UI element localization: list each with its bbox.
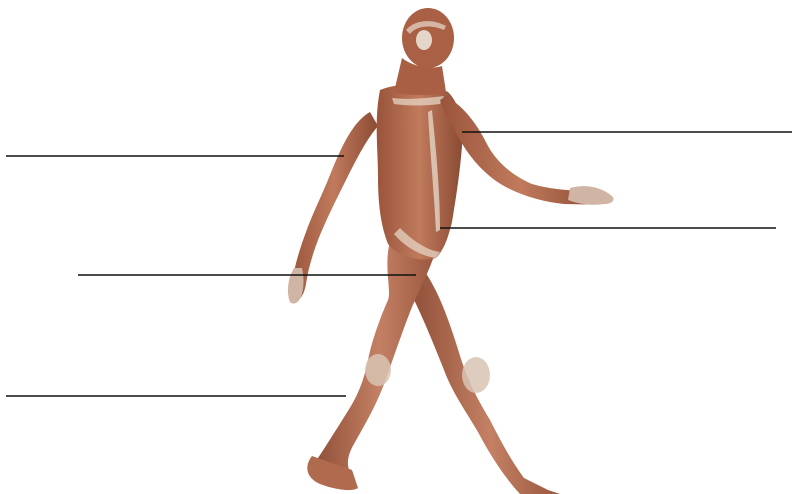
back-hand bbox=[288, 268, 304, 304]
front-hand bbox=[568, 186, 614, 205]
muscle-figure bbox=[288, 8, 614, 494]
ear bbox=[416, 30, 432, 50]
front-knee bbox=[365, 354, 391, 386]
back-knee bbox=[462, 357, 490, 393]
back-arm bbox=[290, 112, 378, 301]
